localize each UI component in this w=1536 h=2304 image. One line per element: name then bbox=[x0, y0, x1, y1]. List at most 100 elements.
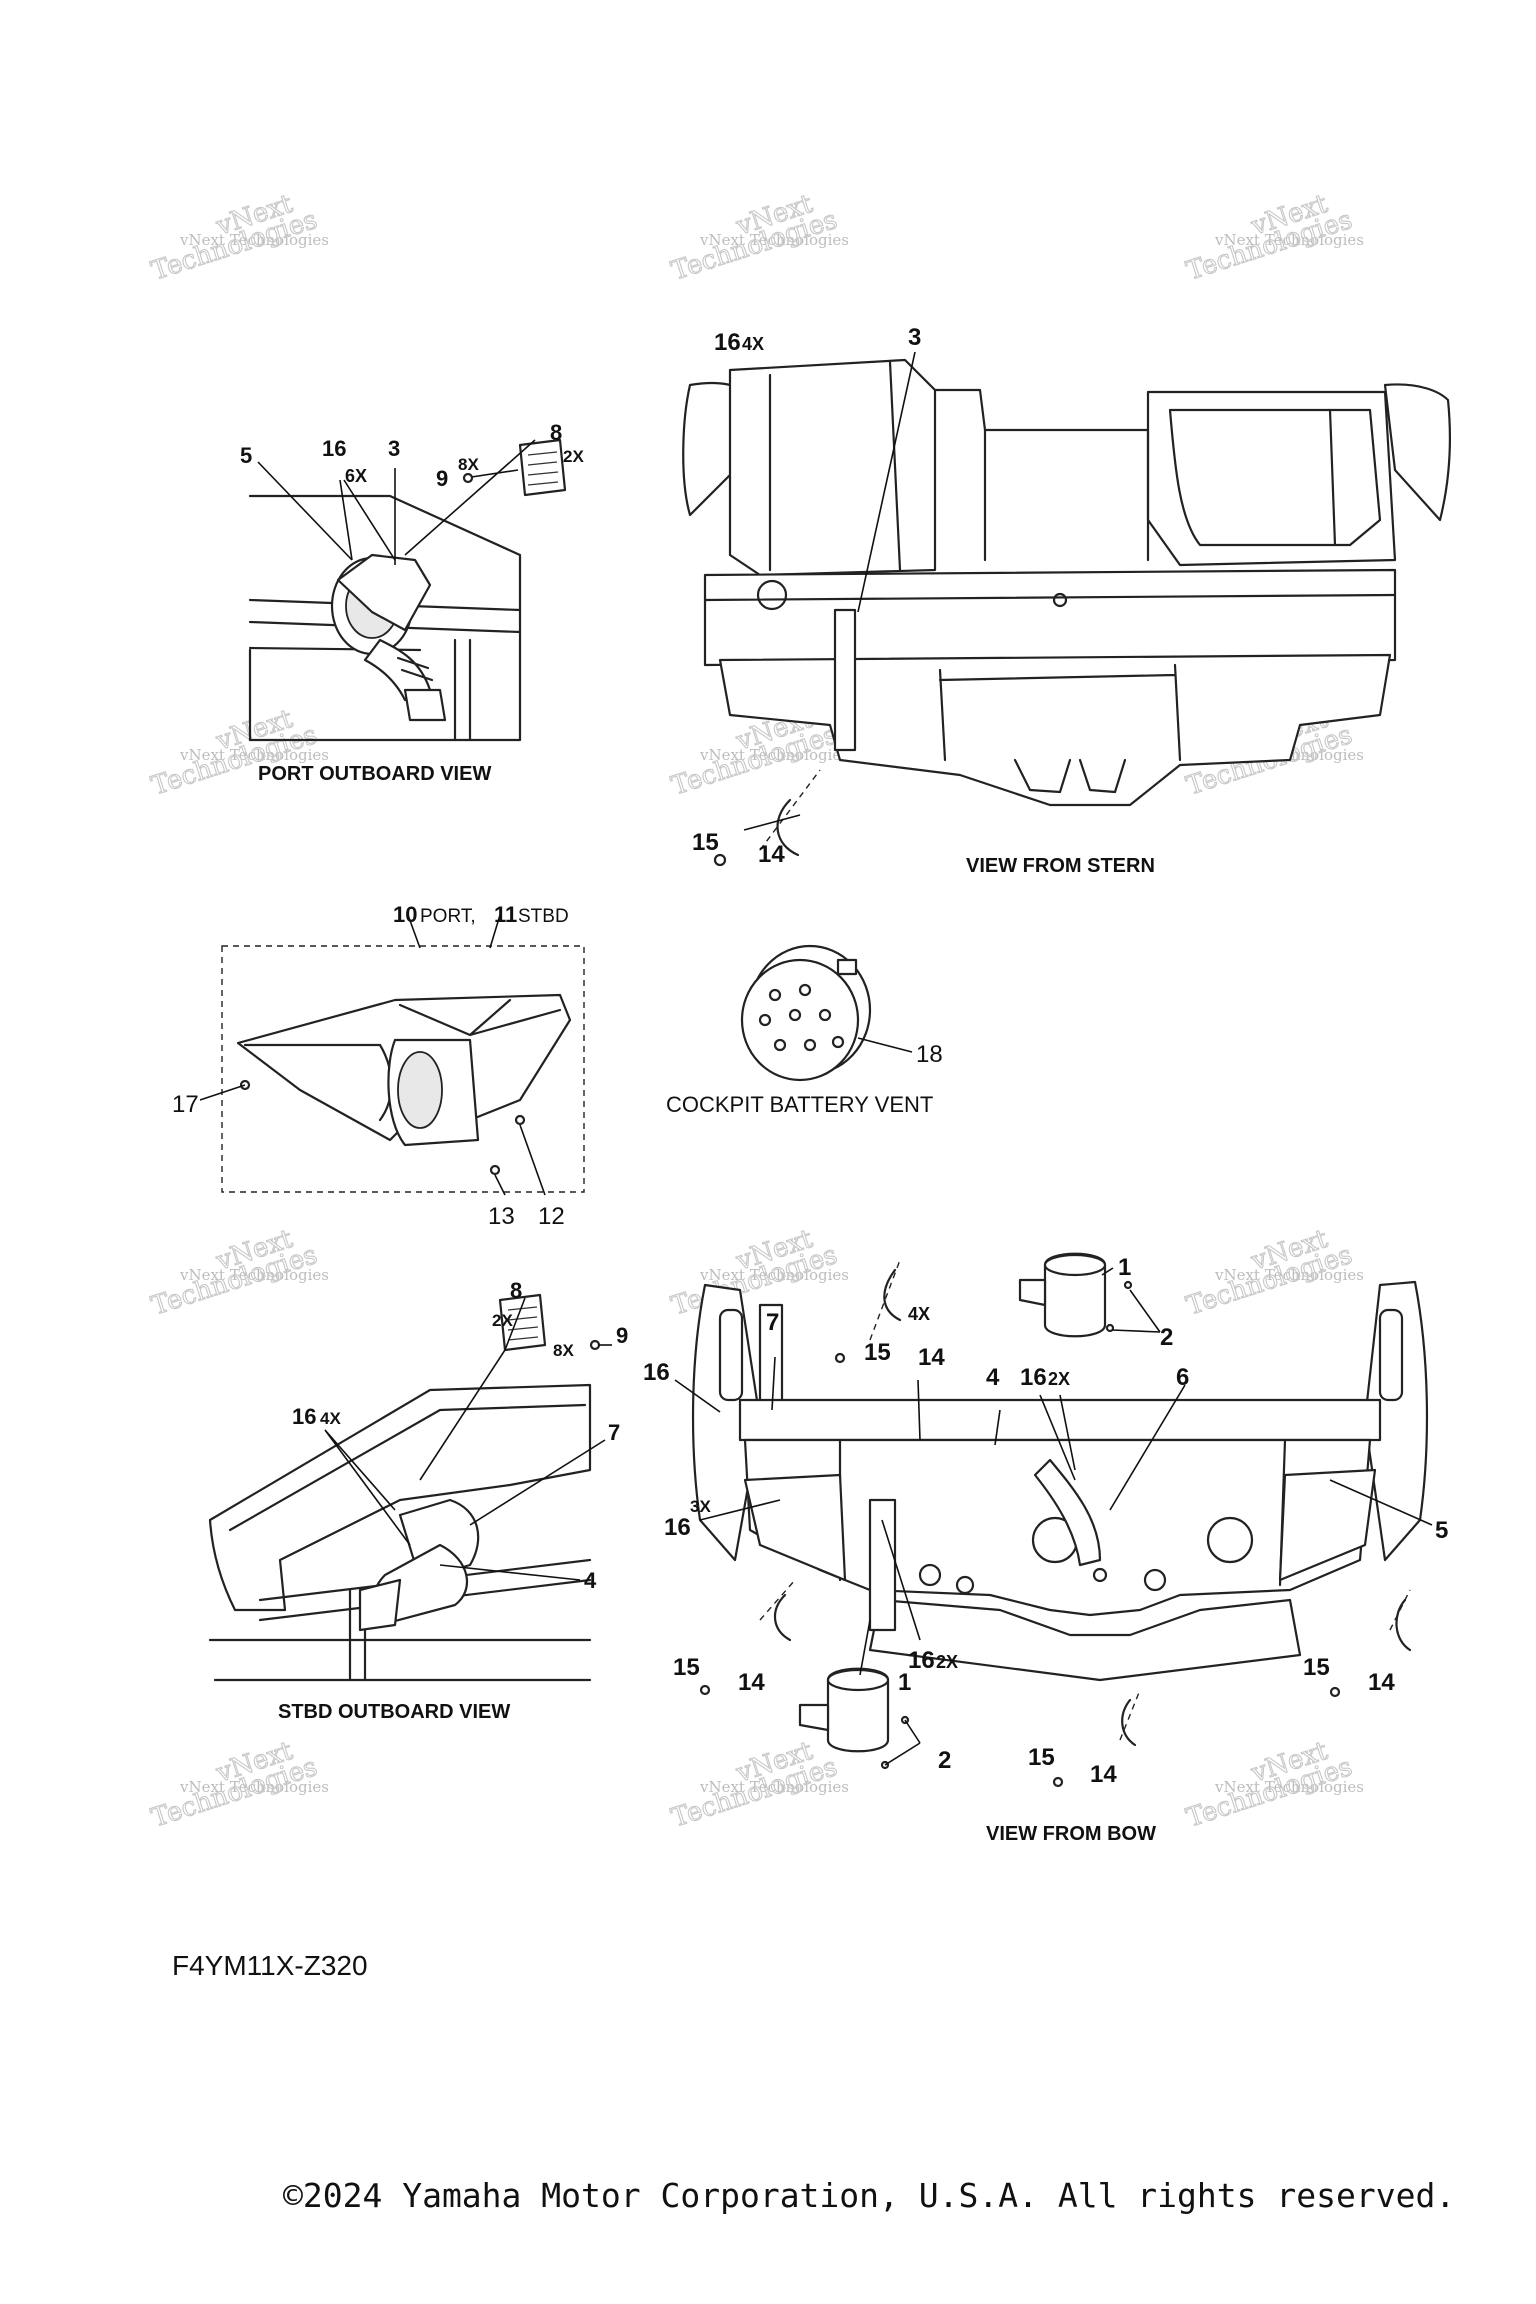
label-stbd: STBD bbox=[518, 906, 569, 927]
deck-beam bbox=[703, 568, 1397, 667]
left-seat bbox=[728, 358, 937, 577]
left-tower-vent bbox=[718, 1308, 744, 1402]
bulkhead-hole bbox=[1143, 1568, 1167, 1592]
right-fin bbox=[1383, 383, 1452, 522]
label-1-top: 1 bbox=[1118, 1254, 1131, 1281]
bulkhead-hole bbox=[1092, 1567, 1108, 1583]
part-code: F4YM11X-Z320 bbox=[172, 1950, 368, 1981]
side-panel-detail: 10 PORT, 11 STBD 17 13 12 bbox=[172, 902, 585, 1230]
view-title-bow: VIEW FROM BOW bbox=[986, 1823, 1156, 1845]
label-8x: 8X bbox=[458, 455, 479, 474]
watermark: vNext Technologies vNext Technologies bbox=[1182, 1223, 1364, 1322]
copyright: ©2024 Yamaha Motor Corporation, U.S.A. A… bbox=[283, 2176, 1455, 2215]
speaker-grille bbox=[397, 1051, 443, 1129]
cover-axis bbox=[759, 769, 821, 851]
leader-3 bbox=[857, 351, 916, 613]
label-8: 8 bbox=[550, 420, 562, 445]
bulkhead-hole bbox=[955, 1575, 975, 1595]
right-seat-bin bbox=[1168, 408, 1382, 547]
left-wing bbox=[743, 1473, 847, 1582]
vent-hole bbox=[758, 1013, 772, 1027]
bow-keel bbox=[868, 1598, 1302, 1682]
watermark: vNext Technologies vNext Technologies bbox=[147, 1735, 329, 1834]
view-title-battery-vent: COCKPIT BATTERY VENT bbox=[666, 1092, 933, 1117]
vent-canister-top bbox=[1018, 1252, 1107, 1338]
leader-8-9 bbox=[404, 439, 536, 556]
label-7: 7 bbox=[608, 1420, 620, 1445]
vent-hole bbox=[818, 1008, 832, 1022]
drain-hole bbox=[1052, 592, 1068, 608]
leader-10-11 bbox=[407, 914, 501, 949]
stern-notches bbox=[1013, 758, 1127, 794]
lower-hull bbox=[718, 653, 1392, 807]
label-3x: 3X bbox=[690, 1497, 711, 1516]
label-7: 7 bbox=[766, 1309, 779, 1336]
watermark: vNext Technologies vNext Technologies bbox=[1182, 1735, 1364, 1834]
leader-8 bbox=[419, 1297, 526, 1481]
view-title-stern: VIEW FROM STERN bbox=[966, 855, 1155, 877]
screw-icon bbox=[462, 472, 474, 484]
hull-lower bbox=[208, 1638, 592, 1682]
vent-hole bbox=[768, 988, 782, 1002]
angled-duct bbox=[1033, 1458, 1102, 1567]
watermark: vNext Technologies vNext Technologies bbox=[147, 1223, 329, 1322]
label-8: 8 bbox=[510, 1278, 522, 1303]
hull-post bbox=[453, 638, 472, 742]
label-15-right: 15 bbox=[1303, 1654, 1330, 1681]
panel-brace bbox=[398, 998, 562, 1037]
watermark: vNext Technologies vNext Technologies bbox=[667, 1735, 849, 1834]
grill-plate bbox=[498, 1293, 547, 1352]
label-15: 15 bbox=[692, 829, 719, 856]
label-5: 5 bbox=[1435, 1517, 1448, 1544]
left-tower bbox=[691, 1283, 762, 1562]
watermark: vNext Technologies vNext Technologies bbox=[667, 1223, 849, 1322]
label-3: 3 bbox=[388, 436, 400, 461]
label-port: PORT, bbox=[420, 906, 476, 927]
cover-axis bbox=[869, 1259, 901, 1341]
center-well bbox=[933, 388, 1150, 562]
deck-edge bbox=[228, 1403, 587, 1532]
label-4: 4 bbox=[986, 1364, 1000, 1391]
label-4x: 4X bbox=[908, 1304, 930, 1324]
label-14-right: 14 bbox=[1368, 1669, 1395, 1696]
cover-axis bbox=[1119, 1689, 1141, 1741]
leader-16-2x-low bbox=[881, 1519, 921, 1641]
label-9: 9 bbox=[616, 1323, 628, 1348]
leader-5 bbox=[257, 461, 353, 561]
cover-axis bbox=[759, 1579, 796, 1621]
label-16: 16 bbox=[292, 1404, 316, 1429]
label-9: 9 bbox=[436, 466, 448, 491]
deck-wedge bbox=[208, 1383, 592, 1612]
label-16: 16 bbox=[714, 329, 741, 356]
screw-icon bbox=[1105, 1323, 1115, 1333]
svg-text:vNext Technologies: vNext Technologies bbox=[1214, 231, 1364, 249]
vent-face bbox=[740, 958, 860, 1082]
leader-16-2x bbox=[1039, 1394, 1076, 1481]
label-15-bottom: 15 bbox=[1028, 1744, 1055, 1771]
label-5: 5 bbox=[240, 443, 252, 468]
label-6: 6 bbox=[1176, 1364, 1189, 1391]
leader-16 bbox=[339, 479, 396, 561]
screw-icon bbox=[589, 1339, 601, 1351]
leader-1 bbox=[1101, 1267, 1114, 1276]
svg-text:vNext Technologies: vNext Technologies bbox=[179, 231, 329, 249]
center-duct bbox=[868, 1498, 897, 1632]
svg-text:vNext Technologies: vNext Technologies bbox=[699, 1266, 849, 1284]
svg-text:vNext Technologies: vNext Technologies bbox=[179, 746, 329, 764]
leader-7 bbox=[771, 1356, 776, 1411]
label-12: 12 bbox=[538, 1203, 565, 1230]
stbd-duct-outlet bbox=[358, 1578, 402, 1632]
svg-text:vNext Technologies: vNext Technologies bbox=[1214, 1266, 1364, 1284]
label-2x: 2X bbox=[492, 1311, 513, 1330]
label-4x: 4X bbox=[742, 334, 764, 354]
leader-14 bbox=[743, 814, 801, 831]
label-4: 4 bbox=[584, 1568, 597, 1593]
vent-hole bbox=[773, 1038, 787, 1052]
label-8x: 8X bbox=[553, 1341, 574, 1360]
leader-4 bbox=[439, 1564, 581, 1581]
grill-plate bbox=[518, 438, 567, 497]
label-14-top: 14 bbox=[918, 1344, 945, 1371]
vent-hole bbox=[803, 1038, 817, 1052]
left-seat-ribs bbox=[768, 360, 902, 572]
vent-duct bbox=[330, 553, 447, 722]
